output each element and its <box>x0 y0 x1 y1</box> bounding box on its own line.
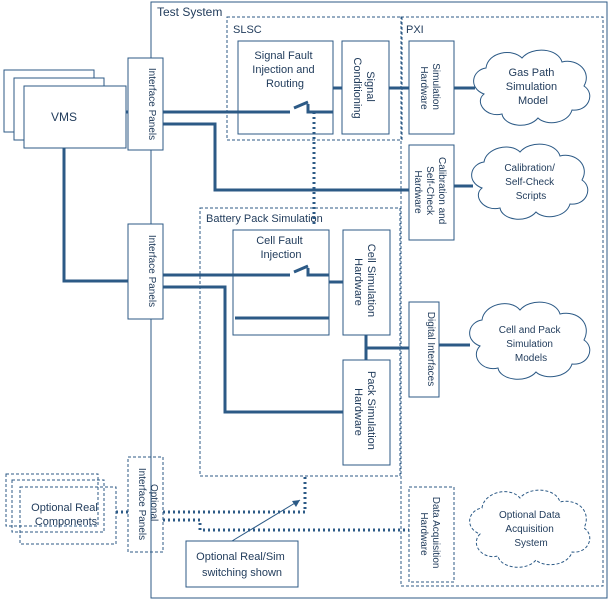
daq-hardware-label: Data Acquisition Hardware <box>418 497 441 572</box>
signal-conditioning-label: Signal Conditioning <box>351 57 376 118</box>
calibration-hardware-label: Calibration and Self-Check Hardware <box>412 157 447 227</box>
switching-note-arrowhead <box>292 500 300 507</box>
pxi-label: PXI <box>406 24 424 36</box>
vms-to-ip2 <box>62 148 128 283</box>
oip-to-daq <box>163 518 409 532</box>
gas-path-model-cloud: Gas Path Simulation Model <box>473 49 591 126</box>
calibration-hardware-box <box>408 144 455 241</box>
pack-sim-hw-box <box>342 359 391 466</box>
slsc-box <box>226 16 403 141</box>
optional-interface-panels-label: Optional Interface Panels <box>136 468 159 540</box>
slsc-label: SLSC <box>233 24 262 36</box>
optional-real-shadow-1 <box>5 473 99 527</box>
switching-note-arrow <box>231 499 301 542</box>
ip1-to-calib <box>163 122 409 192</box>
digital-interfaces-label: Digital Interfaces <box>425 312 436 386</box>
ip2-to-cellfault <box>163 264 329 277</box>
cell-sim-hw-label: Cell Simulation Hardware <box>352 244 377 320</box>
daq-hardware-box <box>408 486 455 583</box>
interface-panels-1-box <box>127 57 164 151</box>
pxi-box <box>400 16 604 587</box>
slsc-switch-1 <box>245 100 333 114</box>
vms-box <box>23 85 127 149</box>
optional-real-shadow-2 <box>11 479 105 533</box>
cell-fault-label: Cell Fault Injection <box>256 235 306 261</box>
svg-text:Optional Data Acquisitio: Optional Data Acquisition System <box>499 510 563 549</box>
interface-panels-2-label: Interface Panels <box>146 235 157 307</box>
interface-panels-1-label: Interface Panels <box>146 68 157 140</box>
switching-note-label: Optional Real/Sim switching shown <box>196 551 288 579</box>
pack-sim-hw-label: Pack Simulation Hardware <box>352 371 377 453</box>
battery-pack-box <box>199 207 401 477</box>
svg-text:Gas Path Simulation: Gas Path Simulation Model <box>506 67 560 107</box>
optional-daq-cloud: Optional Data Acquisition System <box>469 489 591 568</box>
signal-fault-box <box>237 40 334 135</box>
cell-pack-models-cloud: Cell and Pack Simulation Models <box>469 301 591 380</box>
oip-to-switching <box>163 476 307 514</box>
test-system-label: Test System <box>157 5 222 19</box>
svg-text:Cell and Pack Simulation: Cell and Pack Simulation Models <box>499 325 563 364</box>
battery-pack-label: Battery Pack Simulation <box>206 213 323 225</box>
cell-sim-hw-box <box>342 229 391 336</box>
simulation-hardware-box <box>408 40 455 135</box>
cellfault-to-packsim <box>163 285 343 414</box>
interface-panels-2-box <box>127 223 164 320</box>
optional-real-label: Optional Real Components <box>31 502 101 528</box>
signal-conditioning-box <box>341 40 390 135</box>
calibration-scripts-cloud: Calibration/ Self-Check Scripts <box>471 143 589 220</box>
vms-label: VMS <box>51 110 77 124</box>
switching-note-box <box>185 540 299 588</box>
signal-fault-label: Signal Fault Injection and Routing <box>252 50 317 90</box>
optional-interface-panels-box <box>127 456 164 553</box>
optional-real-box <box>19 486 117 545</box>
svg-text:Calibration/ Self-Check: Calibration/ Self-Check Scripts <box>504 163 557 202</box>
simulation-hardware-label: Simulation Hardware <box>418 63 441 112</box>
